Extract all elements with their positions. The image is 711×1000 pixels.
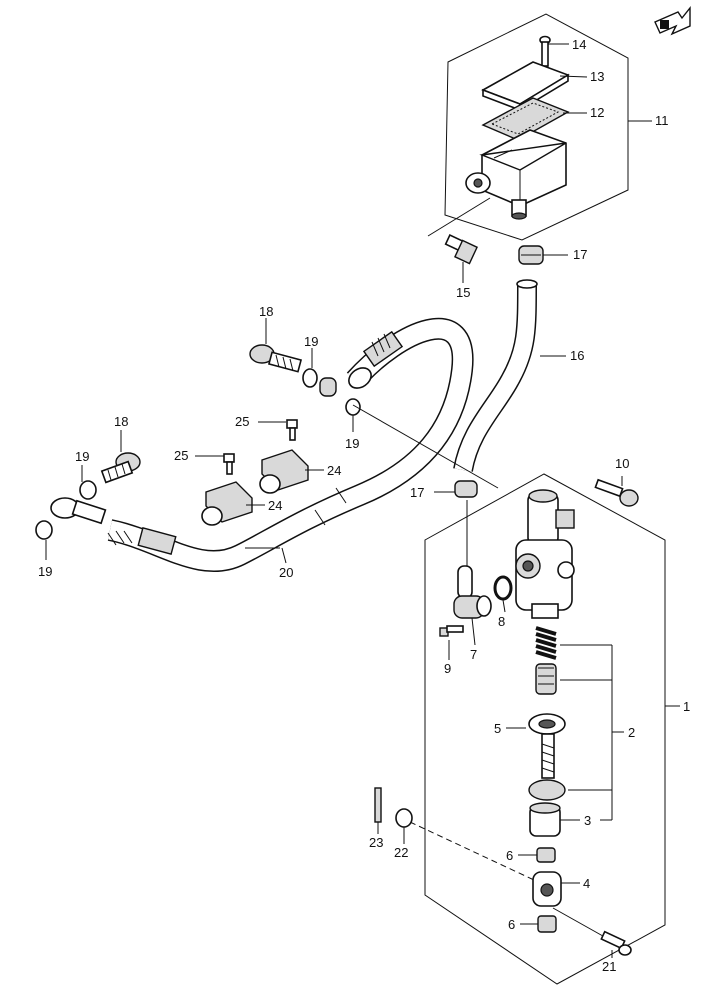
part-24-clamp-a <box>259 449 324 494</box>
label-22: 22 <box>394 845 408 860</box>
reservoir-group-frame <box>444 13 629 241</box>
label-18-upper: 18 <box>259 304 273 319</box>
label-16: 16 <box>570 348 584 363</box>
label-4: 4 <box>583 876 590 891</box>
label-6-upper: 6 <box>506 848 513 863</box>
part-9-bolt <box>439 625 464 660</box>
part-6-nut-upper <box>518 847 556 863</box>
label-7: 7 <box>470 647 477 662</box>
label-5: 5 <box>494 721 501 736</box>
part-6-nut-lower <box>520 915 557 933</box>
label-9: 9 <box>444 661 451 676</box>
part-4-clevis <box>409 821 580 907</box>
label-24-upper: 24 <box>327 463 341 478</box>
cotter-pin-leader <box>552 907 611 941</box>
label-20: 20 <box>279 565 293 580</box>
label-12: 12 <box>590 105 604 120</box>
master-cylinder-body <box>515 489 575 619</box>
label-21: 21 <box>602 959 616 974</box>
part-18-union-bolt-upper <box>249 318 303 373</box>
part-23-pin <box>374 787 382 834</box>
part-8-o-ring <box>493 575 513 613</box>
part-16-reservoir-hose <box>453 279 566 473</box>
part-20-brake-hose <box>50 317 474 573</box>
part-10-bolt <box>594 476 639 507</box>
part-3-boot <box>529 802 612 837</box>
front-direction-arrow-icon <box>654 6 691 36</box>
part-22-washer <box>395 808 413 844</box>
part-17-lower-clamp <box>434 480 478 498</box>
label-25-lower: 25 <box>174 448 188 463</box>
label-17-upper: 17 <box>573 247 587 262</box>
part-number-labels: 14 13 12 11 17 15 16 18 19 19 25 18 25 1… <box>38 37 690 974</box>
label-25-upper: 25 <box>235 414 249 429</box>
part-19-washer-d <box>35 520 53 560</box>
part-15-bolt <box>427 197 491 283</box>
label-11: 11 <box>655 113 669 128</box>
label-24-lower: 24 <box>268 498 282 513</box>
label-19-d: 19 <box>38 564 52 579</box>
part-12-diaphragm <box>481 97 587 141</box>
label-19-a: 19 <box>304 334 318 349</box>
part-25-screw-a <box>258 419 298 441</box>
label-13: 13 <box>590 69 604 84</box>
label-3: 3 <box>584 813 591 828</box>
label-8: 8 <box>498 614 505 629</box>
part-14-screw <box>539 35 569 67</box>
label-19-b: 19 <box>345 436 359 451</box>
label-14: 14 <box>572 37 586 52</box>
label-6-lower: 6 <box>508 917 515 932</box>
part-25-screw-b <box>195 453 235 475</box>
part-19-washer-b <box>345 398 499 489</box>
label-19-c: 19 <box>75 449 89 464</box>
label-17-lower: 17 <box>410 485 424 500</box>
label-2: 2 <box>628 725 635 740</box>
label-15: 15 <box>456 285 470 300</box>
union-fitting-upper <box>319 377 337 397</box>
master-cylinder-group-frame <box>424 473 680 985</box>
label-18-lower: 18 <box>114 414 128 429</box>
label-23: 23 <box>369 835 383 850</box>
label-1: 1 <box>683 699 690 714</box>
part-21-pin <box>600 930 632 958</box>
part-24-clamp-b <box>201 481 265 526</box>
label-10: 10 <box>615 456 629 471</box>
part-19-washer-c <box>79 465 97 500</box>
reservoir-body <box>465 129 567 220</box>
part-19-washer-a <box>302 348 318 388</box>
part-18-union-bolt-lower <box>100 430 141 484</box>
part-17-upper-clamp <box>518 245 568 265</box>
part-7-hose-fitting <box>453 500 492 646</box>
part-2-piston-kit <box>506 626 624 820</box>
